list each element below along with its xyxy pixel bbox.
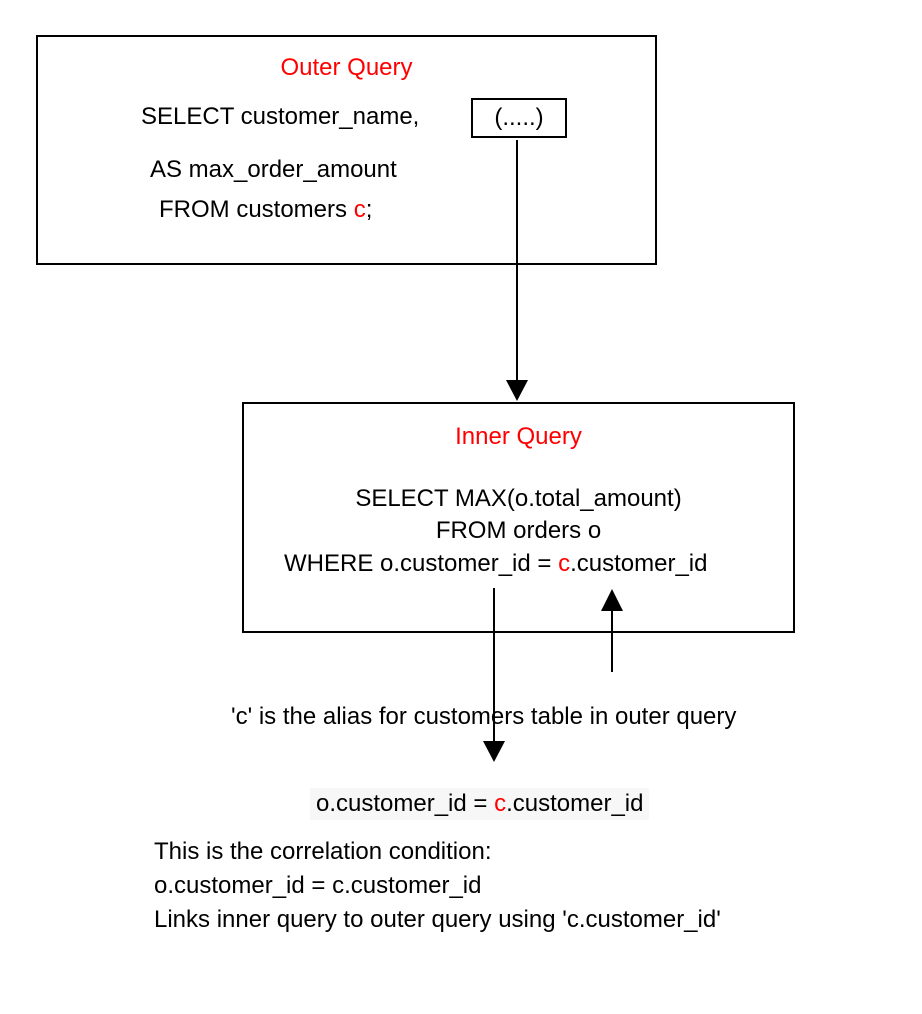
inner-from-line: FROM orders o	[435, 517, 602, 544]
condition-prefix: o.customer_id =	[316, 790, 495, 817]
outer-from-prefix: FROM customers	[159, 196, 354, 223]
explanation-line-2: o.customer_id = c.customer_id	[154, 872, 482, 899]
subquery-placeholder: (.....)	[494, 104, 544, 131]
outer-alias-c: c	[353, 196, 366, 223]
condition-alias-c: c	[494, 790, 507, 817]
inner-alias-c: c	[558, 550, 571, 577]
condition-suffix: .customer_id	[506, 790, 644, 817]
subquery-placeholder-box	[471, 98, 567, 138]
arrow-outer-to-inner-head	[506, 380, 528, 401]
arrow-inner-to-condition-head	[483, 741, 505, 762]
explanation-line-3: Links inner query to outer query using '…	[154, 906, 721, 933]
inner-where-line: WHERE o.customer_id = c.customer_id	[284, 550, 707, 578]
inner-where-suffix: .customer_id	[570, 550, 708, 577]
inner-select-line: SELECT MAX(o.total_amount)	[355, 485, 682, 512]
outer-from-suffix: ;	[365, 196, 373, 223]
outer-select-line: SELECT customer_name,	[141, 103, 420, 130]
outer-query-title: Outer Query	[280, 54, 413, 81]
outer-from-line: FROM customers c;	[159, 196, 372, 224]
explanation-line-1: This is the correlation condition:	[154, 838, 492, 865]
inner-where-prefix: WHERE o.customer_id =	[284, 550, 559, 577]
inner-query-box	[242, 402, 795, 633]
outer-query-box	[36, 35, 657, 265]
correlation-condition: o.customer_id = c.customer_id	[310, 788, 650, 820]
alias-note: 'c' is the alias for customers table in …	[231, 703, 737, 730]
outer-as-line: AS max_order_amount	[150, 156, 397, 183]
inner-query-title: Inner Query	[455, 423, 582, 450]
